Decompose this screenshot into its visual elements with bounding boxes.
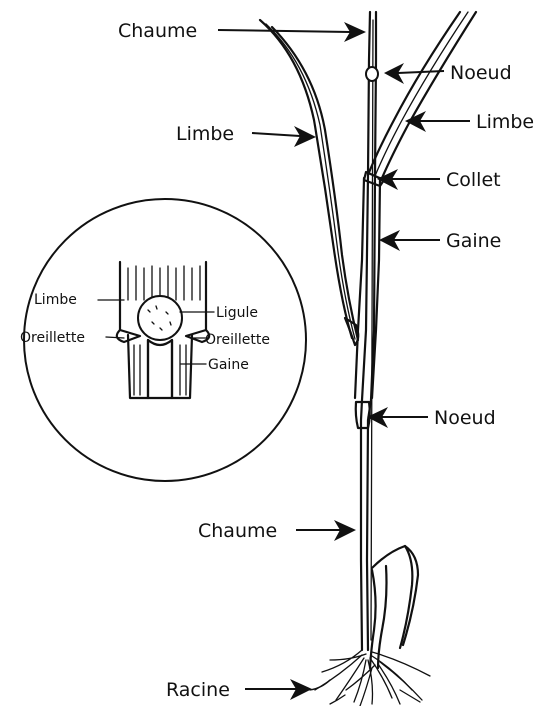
inset-label-gaine: Gaine [208,357,249,373]
label-noeud-mid: Noeud [434,407,496,429]
node-upper [366,67,378,81]
inset-label-limbe: Limbe [34,292,77,308]
label-chaume-low: Chaume [198,520,277,542]
label-limbe-right: Limbe [476,111,534,133]
label-noeud-top: Noeud [450,62,512,84]
roots [310,650,430,706]
inset-label-ligule: Ligule [216,305,258,321]
label-gaine: Gaine [446,230,501,252]
inset-label-oreillette-left: Oreillette [20,330,85,346]
label-collet: Collet [446,169,501,191]
stem [361,12,376,650]
leaf-blade-right [364,12,476,186]
label-racine: Racine [166,679,230,701]
label-limbe-left: Limbe [176,123,234,145]
label-chaume-top: Chaume [118,20,197,42]
leaf-lower [370,546,418,668]
inset-label-oreillette-right: Oreillette [205,332,270,348]
